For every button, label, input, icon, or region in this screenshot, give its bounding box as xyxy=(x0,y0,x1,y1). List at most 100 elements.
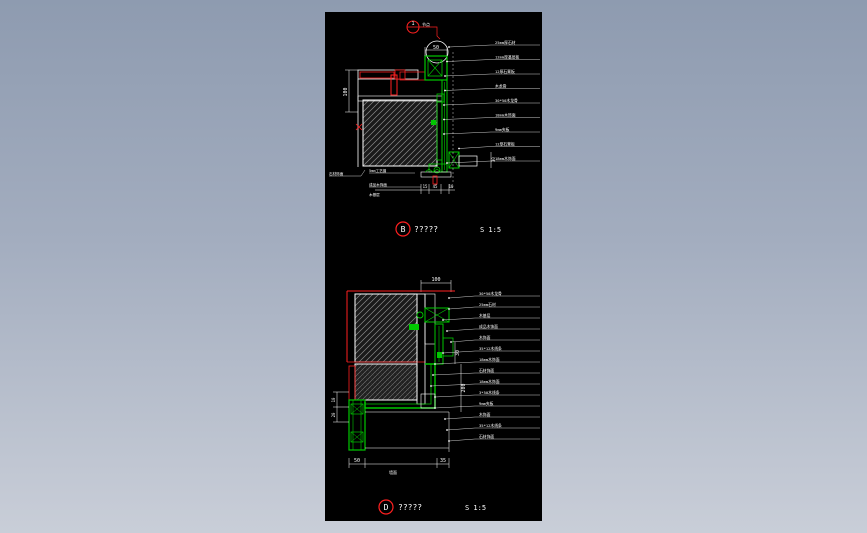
detail-top-title-marker: B xyxy=(401,225,406,234)
detail-bottom-callout-label-11: 木饰面 xyxy=(479,412,491,417)
detail-top-marker-suffix: 节点 xyxy=(422,21,430,27)
detail-bottom-callout-leader-dot-13 xyxy=(448,440,450,442)
detail-top-callout-leader-3 xyxy=(444,88,540,91)
cad-drawing: 1 节点 xyxy=(329,20,540,515)
detail-bottom-callout-leader-4 xyxy=(450,339,540,343)
detail-top-scale: S 1:5 xyxy=(480,226,501,234)
detail-top-dim-top-value: 50 xyxy=(433,45,439,51)
detail-top-callout-leader-5 xyxy=(443,117,540,120)
detail-bottom-callout-leader-dot-12 xyxy=(446,429,448,431)
detail-top-dim-right: 30 xyxy=(490,152,496,168)
detail-bottom-callout-label-10: 9mm夹板 xyxy=(479,401,494,406)
detail-top-callout-label-3: 木龙骨 xyxy=(495,84,507,89)
detail-top-callout-leader-4 xyxy=(443,102,540,106)
detail-bottom-callout-leader-dot-9 xyxy=(434,396,436,398)
detail-top-callout-label-0: 25mm厚石材 xyxy=(495,40,516,45)
detail-top-callout-leader-dot-1 xyxy=(446,60,448,63)
detail-top-callout-label-4: 30*50木龙骨 xyxy=(495,98,518,103)
detail-bottom-callout-label-12: 35*12木线条 xyxy=(479,423,502,428)
detail-bottom-callout-leader-dot-4 xyxy=(450,341,452,343)
detail-top-callout-label-5: 18mm木饰面 xyxy=(495,113,516,118)
detail-bottom-callout-leader-10 xyxy=(434,405,540,409)
detail-top-callout-leader-dot-4 xyxy=(443,104,445,106)
detail-top-callout-label-8: 18mm木饰面 xyxy=(495,156,516,161)
detail-top-zoom-circle xyxy=(425,40,449,64)
detail-bottom-callout-label-4: 木饰面 xyxy=(479,335,491,340)
detail-top-dim-bottom-c: 10 xyxy=(449,184,454,189)
detail-top-bottom-label-3: 木基层 xyxy=(369,192,380,197)
detail-bottom-callout-leader-dot-0 xyxy=(448,297,450,299)
detail-top-callout-label-6: 9mm夹板 xyxy=(495,127,510,132)
detail-bottom-bottom-label: 墙面 xyxy=(389,469,397,475)
detail-bottom-callout-leader-6 xyxy=(434,361,540,365)
detail-bottom-callouts: 30*50木龙骨25mm石材木基层成品木饰面木饰面35*12木线条18mm木饰面… xyxy=(430,291,540,442)
detail-top-callout-leader-7 xyxy=(458,146,540,149)
detail-top-dim-top: 50 xyxy=(424,45,448,56)
detail-top-callout-leader-dot-2 xyxy=(444,75,446,77)
detail-bottom-callout-leader-dot-2 xyxy=(442,319,444,321)
detail-top-dim-right-value: 30 xyxy=(491,157,496,162)
detail-top-callout-label-2: 12厚石膏板 xyxy=(495,69,515,74)
detail-top-marker: 1 节点 xyxy=(406,20,441,40)
detail-top-stone-block xyxy=(362,99,438,167)
detail-top-title-text: ????? xyxy=(414,225,438,234)
detail-bottom-dim-top-value: 100 xyxy=(431,277,440,283)
detail-bottom-stone-lower xyxy=(354,363,418,401)
detail-bottom-callout-leader-1 xyxy=(448,306,540,310)
detail-top-callout-leader-dot-7 xyxy=(458,147,460,150)
detail-bottom-callout-label-8: 18mm木饰面 xyxy=(479,379,500,384)
detail-top-bottom-label-0: 石材饰面 xyxy=(329,171,344,176)
detail-top-callout-leader-dot-6 xyxy=(443,133,445,135)
detail-top-bottom-label-1: 5mm工艺缝 xyxy=(369,168,387,173)
detail-bottom-callout-leader-dot-1 xyxy=(448,308,450,310)
detail-bottom-callout-leader-13 xyxy=(448,438,540,442)
detail-bottom-callout-label-6: 18mm木饰面 xyxy=(479,357,500,362)
detail-bottom-callout-leader-dot-8 xyxy=(430,385,432,387)
detail-bottom-dim-side-a: 30 xyxy=(455,350,461,356)
detail-bottom-callout-label-5: 35*12木线条 xyxy=(479,346,502,351)
detail-top-callout-leader-dot-8 xyxy=(446,162,448,164)
detail-bottom-callout-leader-dot-3 xyxy=(446,330,448,332)
detail-bottom-dim-bottom: 50 35 墙面 xyxy=(348,458,450,475)
detail-top-marker-id: 1 xyxy=(411,21,414,27)
detail-bottom-callout-label-0: 30*50木龙骨 xyxy=(479,291,502,296)
detail-top-dim-left-value: 100 xyxy=(343,87,349,96)
detail-bottom-callout-leader-3 xyxy=(446,328,540,332)
detail-top: 1 节点 xyxy=(329,20,540,237)
detail-bottom-callout-leader-2 xyxy=(442,317,540,321)
detail-bottom-title-text: ????? xyxy=(398,503,422,512)
detail-top-bottom-label-2: 成品木饰面 xyxy=(369,182,387,187)
detail-bottom-dim-bottom-b: 35 xyxy=(440,458,446,464)
detail-top-callout-leader-0 xyxy=(448,44,540,48)
detail-bottom-dim-left-a: 10 xyxy=(331,397,336,402)
detail-top-callout-label-7: 12厚石膏板 xyxy=(495,142,515,147)
detail-top-callout-leader-dot-3 xyxy=(444,89,446,92)
detail-bottom-dim-left: 10 20 xyxy=(331,391,349,423)
detail-bottom-callout-leader-5 xyxy=(442,350,540,354)
detail-bottom-title-marker: D xyxy=(384,503,389,512)
detail-top-callout-leader-dot-0 xyxy=(448,46,450,48)
detail-top-dim-bottom: 15 45 10 xyxy=(375,184,455,194)
detail-bottom-title: D ????? S 1:5 xyxy=(378,499,486,515)
detail-bottom-dim-bottom-a: 50 xyxy=(354,458,360,464)
detail-top-title: B ????? S 1:5 xyxy=(395,221,501,237)
detail-bottom-callout-leader-12 xyxy=(446,427,540,431)
detail-top-dim-left: 100 xyxy=(343,69,363,131)
detail-bottom: 100 xyxy=(331,277,540,515)
detail-bottom-callout-leader-11 xyxy=(444,416,540,420)
detail-bottom-stone-upper xyxy=(354,293,418,363)
detail-bottom-callout-leader-dot-6 xyxy=(434,363,436,365)
detail-bottom-callout-label-2: 木基层 xyxy=(479,313,491,318)
detail-bottom-callout-label-7: 石材饰面 xyxy=(479,368,494,373)
detail-top-callout-leader-6 xyxy=(443,131,540,135)
detail-bottom-dim-top: 100 xyxy=(420,277,452,292)
detail-bottom-callout-leader-dot-10 xyxy=(434,407,436,409)
detail-bottom-callout-leader-9 xyxy=(434,394,540,398)
detail-bottom-callout-label-13: 石材饰面 xyxy=(479,434,494,439)
detail-bottom-callout-leader-0 xyxy=(448,295,540,299)
detail-top-callout-leader-2 xyxy=(444,73,540,77)
drawing-sheet: 1 节点 xyxy=(325,12,542,521)
detail-bottom-callout-leader-8 xyxy=(430,383,540,387)
detail-bottom-callout-label-1: 25mm石材 xyxy=(479,302,496,307)
